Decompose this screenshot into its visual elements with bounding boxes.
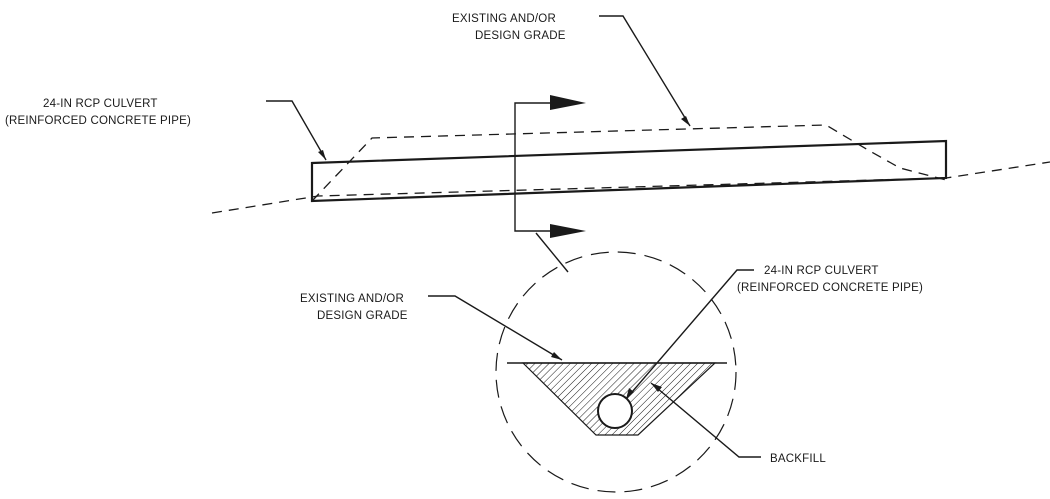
section-grade-leader: [428, 295, 563, 361]
profile-culvert-label-line1: 24-IN RCP CULVERT: [43, 98, 158, 110]
backfill-label: BACKFILL: [770, 453, 826, 465]
section-culvert-arrowhead: [626, 388, 634, 399]
section-grade-label-line2: DESIGN GRADE: [317, 310, 408, 322]
profile-culvert-leader: [266, 100, 327, 161]
profile-grade-label-line1: EXISTING AND/OR: [452, 13, 556, 25]
section-culvert-leader: [625, 269, 754, 400]
design-grade-line: [311, 124, 947, 202]
profile-grade-leader: [599, 15, 691, 127]
existing-ground-line: [211, 161, 1050, 214]
backfill-arrowhead: [651, 383, 662, 392]
detail-circle: [495, 251, 737, 493]
profile-culvert-arrowhead: [318, 150, 326, 160]
section-culvert-label-line2: (REINFORCED CONCRETE PIPE): [737, 282, 923, 294]
culvert-pipe-profile: [310, 139, 948, 203]
section-leader: [535, 232, 569, 273]
section-arrow-bottom: [550, 224, 586, 238]
profile-grade-label-line2: DESIGN GRADE: [475, 30, 566, 42]
section-grade-arrowhead: [551, 352, 562, 360]
section-arrow-top: [550, 95, 586, 110]
section-culvert-label-line1: 24-IN RCP CULVERT: [764, 265, 879, 277]
backfill-leader: [650, 382, 761, 458]
profile-grade-arrowhead: [681, 116, 690, 126]
section-grade-label-line1: EXISTING AND/OR: [300, 293, 404, 305]
profile-culvert-label-line2: (REINFORCED CONCRETE PIPE): [5, 115, 191, 127]
section-cut-line: [514, 102, 550, 232]
culvert-pipe-section: [597, 393, 633, 429]
